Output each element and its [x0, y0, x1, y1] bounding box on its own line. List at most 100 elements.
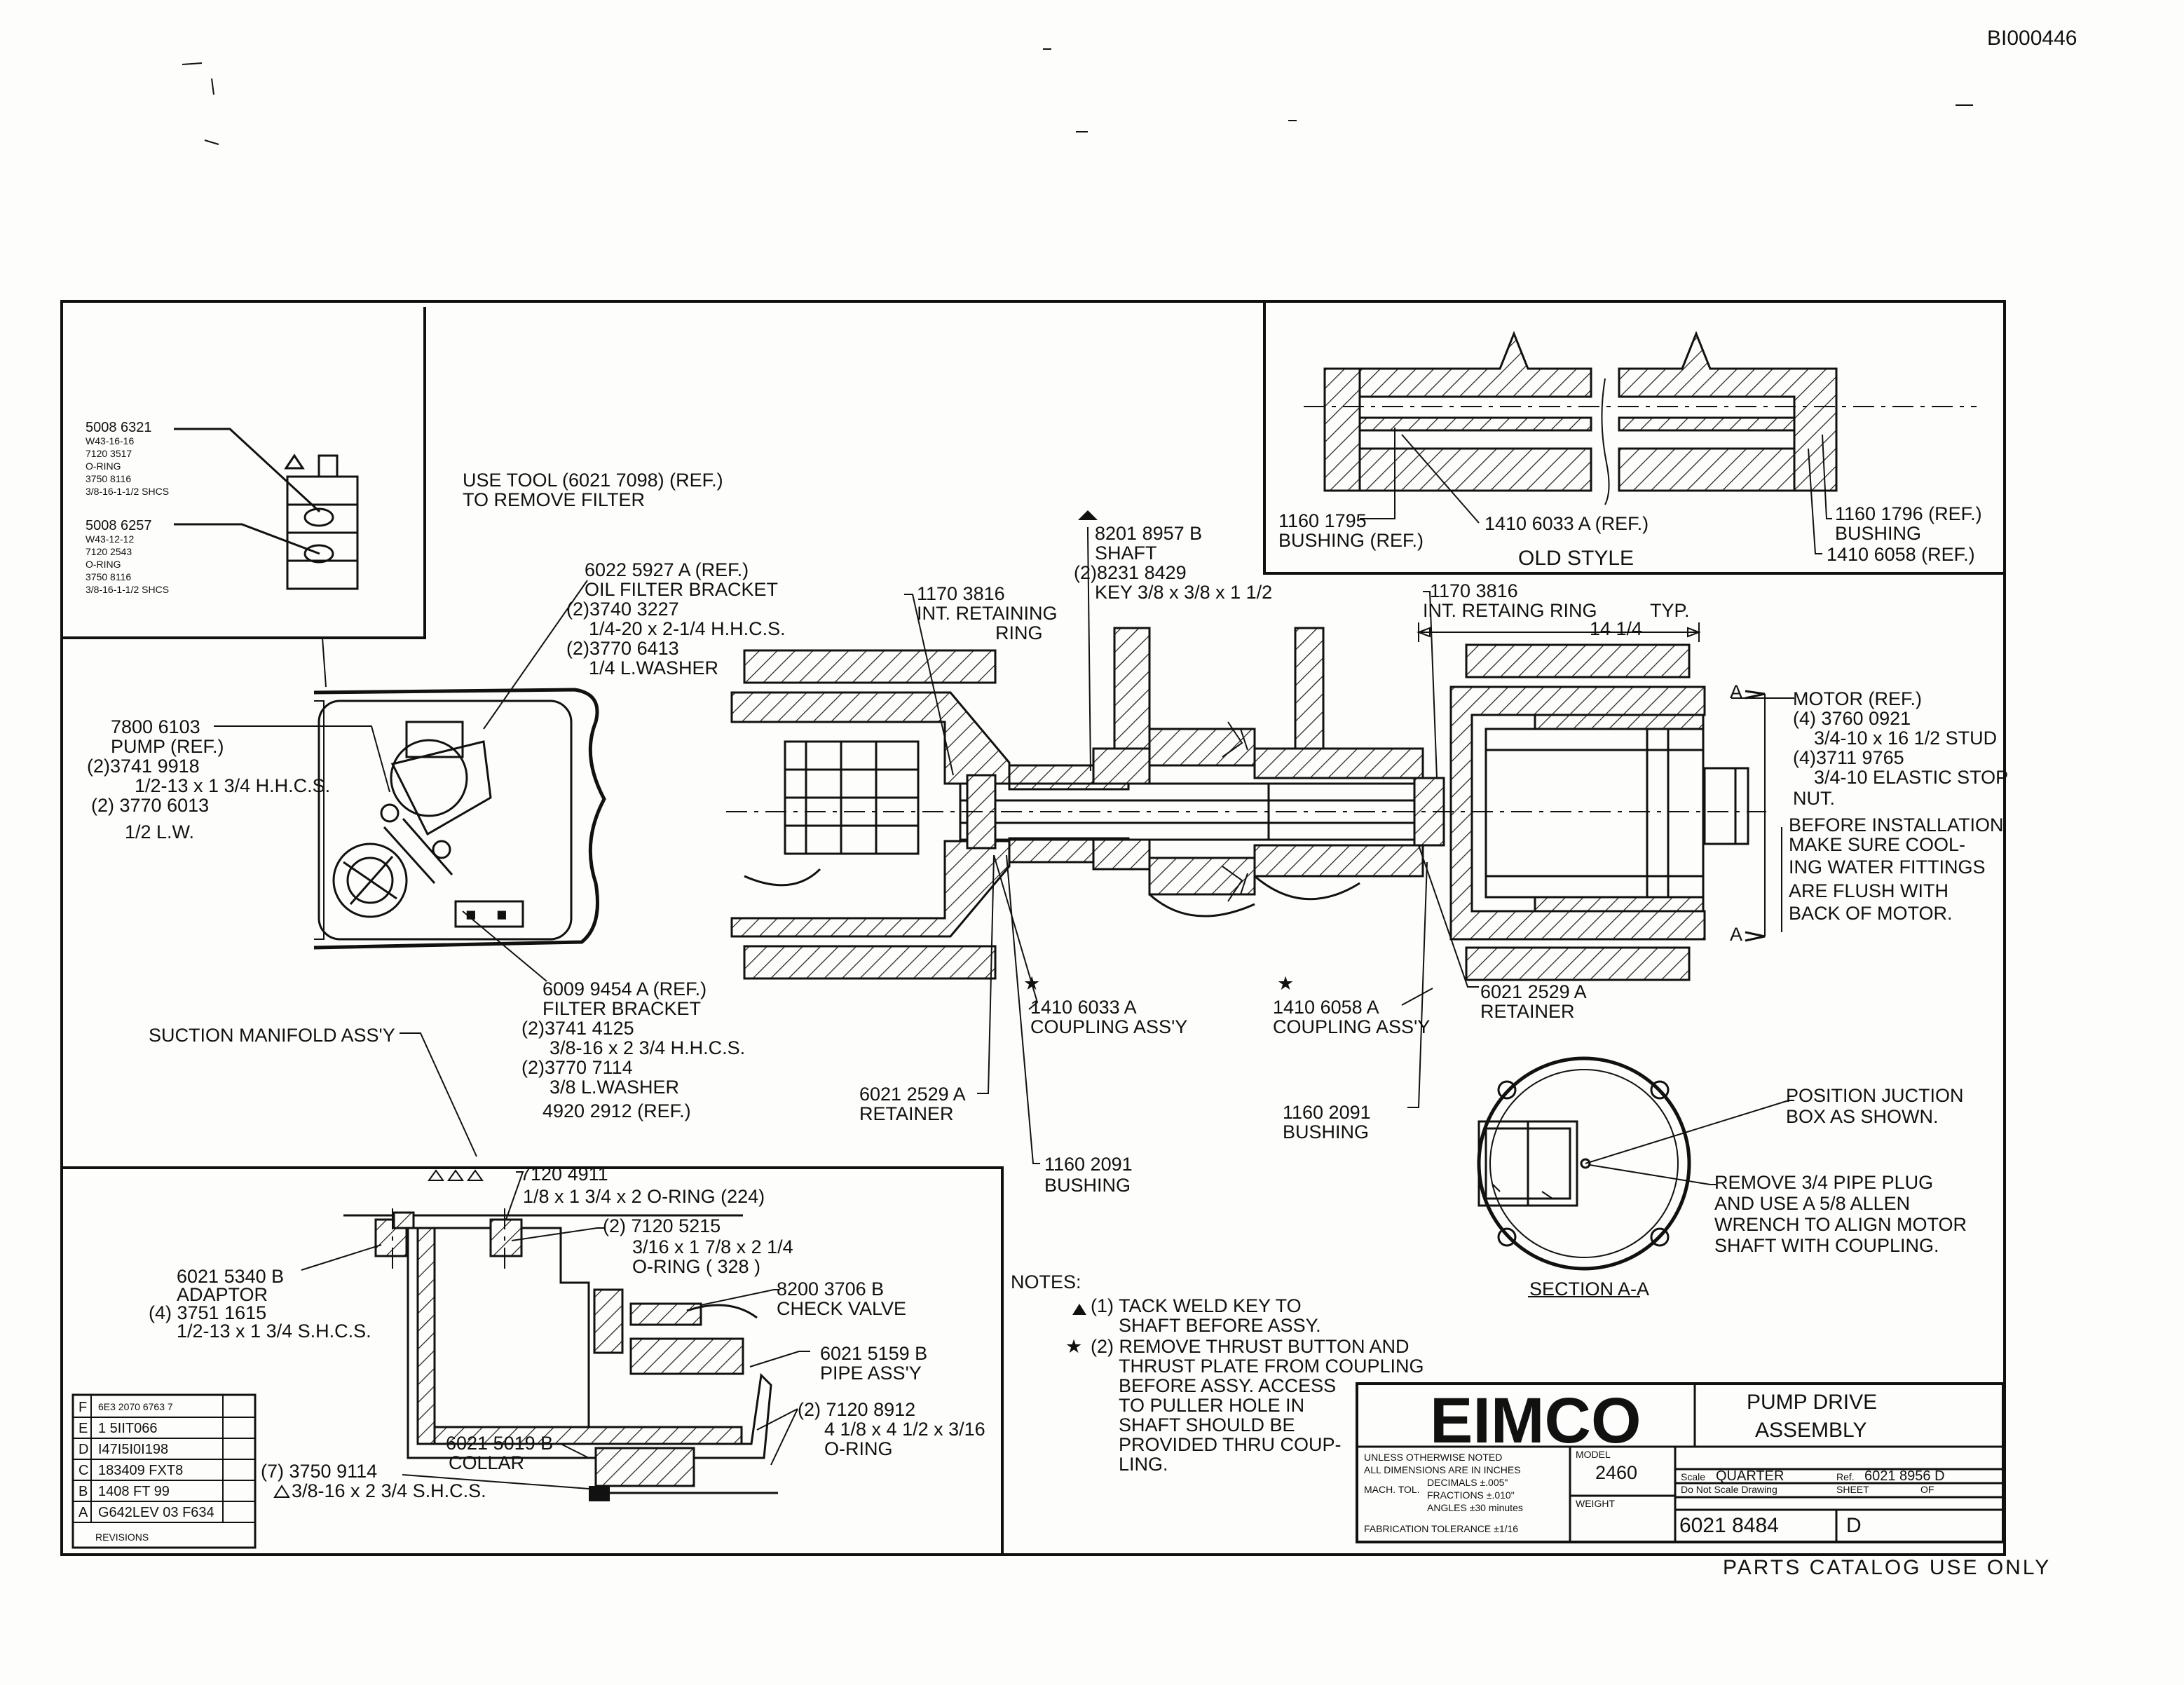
scale-value: QUARTER: [1716, 1468, 1784, 1484]
svg-text:THRUST PLATE FROM COUPLING: THRUST PLATE FROM COUPLING: [1119, 1356, 1424, 1377]
svg-text:(2)3741 4125: (2)3741 4125: [521, 1018, 634, 1039]
svg-text:6E3 2070 6763 7: 6E3 2070 6763 7: [98, 1401, 173, 1412]
svg-text:RETAINER: RETAINER: [859, 1103, 954, 1124]
svg-text:(2) 7120 8912: (2) 7120 8912: [798, 1399, 915, 1420]
svg-text:B: B: [79, 1484, 88, 1499]
shcs-callout: (7) 3750 9114 3/8-16 x 2 3/4 S.H.C.S.: [261, 1461, 486, 1501]
svg-text:MOTOR (REF.): MOTOR (REF.): [1793, 688, 1922, 709]
svg-text:(4)3711 9765: (4)3711 9765: [1793, 747, 1904, 768]
pump-callout: 7800 6103 PUMP (REF.) (2)3741 9918 1/2-1…: [87, 716, 330, 842]
svg-text:AND USE A 5/8 ALLEN: AND USE A 5/8 ALLEN: [1714, 1193, 1910, 1214]
svg-text:(4) 3751 1615: (4) 3751 1615: [149, 1302, 266, 1323]
int-retaining-ring-right-callout: 1170 3816 INT. RETAING RING TYP. 14 1/4: [1423, 580, 1690, 639]
svg-text:(4) 3760 0921: (4) 3760 0921: [1793, 708, 1911, 729]
svg-text:BUSHING (REF.): BUSHING (REF.): [1278, 530, 1424, 551]
model-value: 2460: [1595, 1462, 1637, 1483]
shaft-section-view: A A: [726, 622, 1766, 981]
svg-text:REMOVE 3/4 PIPE PLUG: REMOVE 3/4 PIPE PLUG: [1714, 1172, 1933, 1193]
svg-text:4 1/8 x 4 1/2 x 3/16: 4 1/8 x 4 1/2 x 3/16: [824, 1419, 985, 1440]
svg-text:FRACTIONS ±.010": FRACTIONS ±.010": [1427, 1489, 1515, 1501]
svg-text:NUT.: NUT.: [1793, 788, 1835, 809]
svg-text:TO PULLER HOLE IN: TO PULLER HOLE IN: [1119, 1395, 1304, 1416]
svg-text:MACH. TOL.: MACH. TOL.: [1364, 1484, 1420, 1495]
svg-text:PROVIDED THRU COUP-: PROVIDED THRU COUP-: [1119, 1434, 1342, 1455]
ref-value: 6021 8956 D: [1864, 1468, 1945, 1484]
coupling-left-callout: ★ 1410 6033 A COUPLING ASS'Y: [1023, 973, 1187, 1037]
svg-text:BUSHING: BUSHING: [1835, 523, 1921, 544]
svg-text:1 5IIT066: 1 5IIT066: [98, 1421, 158, 1436]
svg-text:O-RING: O-RING: [824, 1438, 893, 1459]
svg-text:UNLESS OTHERWISE NOTED: UNLESS OTHERWISE NOTED: [1364, 1452, 1502, 1463]
svg-text:ING WATER FITTINGS: ING WATER FITTINGS: [1789, 857, 1985, 878]
svg-text:(2)8231 8429: (2)8231 8429: [1074, 562, 1187, 583]
svg-text:O-RING ( 328 ): O-RING ( 328 ): [632, 1256, 760, 1277]
svg-text:⊞: ⊞: [498, 909, 506, 920]
scan-specks: [182, 48, 1973, 145]
notes: NOTES: (1) TACK WELD KEY TO SHAFT BEFORE…: [1011, 1271, 1424, 1475]
svg-text:1/8 x 1 3/4 x 2 O-RING (224): 1/8 x 1 3/4 x 2 O-RING (224): [523, 1186, 765, 1207]
svg-text:3/8-16 x 2 3/4 H.H.C.S.: 3/8-16 x 2 3/4 H.H.C.S.: [550, 1037, 745, 1058]
svg-text:COLLAR: COLLAR: [449, 1452, 524, 1473]
svg-text:KEY 3/8 x 3/8 x 1 1/2: KEY 3/8 x 3/8 x 1 1/2: [1095, 582, 1272, 603]
motor-callout: MOTOR (REF.) (4) 3760 0921 3/4-10 x 16 1…: [1781, 688, 2008, 932]
svg-text:O-RING: O-RING: [86, 461, 121, 472]
svg-text:6022 5927 A (REF.): 6022 5927 A (REF.): [585, 559, 749, 580]
svg-text:A: A: [79, 1505, 88, 1520]
svg-text:I47I5I0I198: I47I5I0I198: [98, 1442, 168, 1457]
svg-text:⊞: ⊞: [467, 909, 475, 920]
svg-text:COUPLING ASS'Y: COUPLING ASS'Y: [1030, 1016, 1187, 1037]
svg-text:BUSHING: BUSHING: [1044, 1175, 1131, 1196]
svg-text:1170 3816: 1170 3816: [917, 583, 1005, 604]
svg-text:INT. RETAING RING: INT. RETAING RING: [1423, 600, 1597, 621]
svg-text:RETAINER: RETAINER: [1480, 1001, 1575, 1022]
old-style-label: OLD STYLE: [1518, 547, 1634, 570]
svg-text:O-RING: O-RING: [86, 559, 121, 570]
svg-text:(2)3741 9918: (2)3741 9918: [87, 756, 200, 777]
svg-text:LING.: LING.: [1119, 1454, 1168, 1475]
filter-bracket-callout: 6009 9454 A (REF.) FILTER BRACKET (2)374…: [521, 978, 745, 1121]
oring-224-callout: 7120 4911 1/8 x 1 3/4 x 2 O-RING (224): [428, 1164, 765, 1207]
svg-text:1/2-13 x 1 3/4 S.H.C.S.: 1/2-13 x 1 3/4 S.H.C.S.: [177, 1321, 371, 1342]
svg-text:3/8 L.WASHER: 3/8 L.WASHER: [550, 1077, 679, 1098]
oring-bottom-callout: (2) 7120 8912 4 1/8 x 4 1/2 x 3/16 O-RIN…: [798, 1399, 985, 1459]
svg-text:(2)3770 7114: (2)3770 7114: [521, 1057, 633, 1078]
dimension-14-label: 14 1/4: [1590, 618, 1642, 639]
manifold-leader-lines: [301, 1171, 810, 1489]
shaft-leader-lines: [904, 527, 1794, 1164]
svg-text:3/8-16-1-1/2 SHCS: 3/8-16-1-1/2 SHCS: [86, 584, 169, 595]
svg-text:3/8-16-1-1/2 SHCS: 3/8-16-1-1/2 SHCS: [86, 486, 169, 497]
pump-side-view: ⊞⊞: [313, 688, 606, 950]
svg-text:COUPLING ASS'Y: COUPLING ASS'Y: [1273, 1016, 1430, 1037]
svg-text:Scale: Scale: [1681, 1471, 1705, 1482]
section-a-a-view: [1477, 1056, 1794, 1297]
svg-text:7120 3517: 7120 3517: [86, 448, 132, 459]
coupling-right-callout: ★ 1410 6058 A COUPLING ASS'Y: [1273, 973, 1430, 1037]
svg-text:E: E: [79, 1421, 88, 1436]
svg-text:PIPE ASS'Y: PIPE ASS'Y: [820, 1363, 922, 1384]
revisions-block: F 6E3 2070 6763 7 E 1 5IIT066 D I47I5I0I…: [71, 1393, 257, 1549]
drawing-title-line1: PUMP DRIVE: [1747, 1391, 1877, 1414]
svg-text:BUSHING: BUSHING: [1283, 1121, 1369, 1142]
svg-text:(2)3770 6413: (2)3770 6413: [566, 638, 679, 659]
svg-text:A: A: [1730, 681, 1742, 702]
oring-328-callout: (2) 7120 5215 3/16 x 1 7/8 x 2 1/4 O-RIN…: [603, 1215, 793, 1277]
svg-text:1160 1795: 1160 1795: [1278, 510, 1367, 531]
pipe-assy-callout: 6021 5159 B PIPE ASS'Y: [820, 1343, 927, 1384]
svg-text:3750 8116: 3750 8116: [86, 473, 131, 484]
position-box-callout: POSITION JUCTION BOX AS SHOWN.: [1786, 1085, 1964, 1127]
drawing-title-line2: ASSEMBLY: [1755, 1419, 1867, 1442]
bushing-right-callout: 1160 2091 BUSHING: [1283, 1102, 1371, 1142]
old-style-inset: [1263, 301, 2005, 575]
svg-text:1410 6058 (REF.): 1410 6058 (REF.): [1827, 544, 1975, 565]
svg-text:FABRICATION TOLERANCE ±1/16: FABRICATION TOLERANCE ±1/16: [1364, 1523, 1518, 1534]
remove-plug-callout: REMOVE 3/4 PIPE PLUG AND USE A 5/8 ALLEN…: [1714, 1172, 1967, 1256]
eimco-logo: EIMCO: [1430, 1385, 1642, 1457]
filter-detail-inset: 5008 6321 W43-16-16 7120 3517 O-RING 375…: [62, 307, 426, 639]
svg-text:(2) REMOVE THRUST BUTTON AND: (2) REMOVE THRUST BUTTON AND: [1091, 1336, 1410, 1357]
svg-text:183409 FXT8: 183409 FXT8: [98, 1463, 183, 1478]
oil-filter-bracket-callout: 6022 5927 A (REF.) OIL FILTER BRACKET (2…: [566, 559, 786, 678]
svg-text:7800 6103: 7800 6103: [111, 716, 200, 737]
svg-text:WRENCH TO ALIGN MOTOR: WRENCH TO ALIGN MOTOR: [1714, 1214, 1967, 1235]
svg-text:1160 2091: 1160 2091: [1044, 1154, 1133, 1175]
svg-text:DECIMALS ±.005": DECIMALS ±.005": [1427, 1477, 1508, 1488]
